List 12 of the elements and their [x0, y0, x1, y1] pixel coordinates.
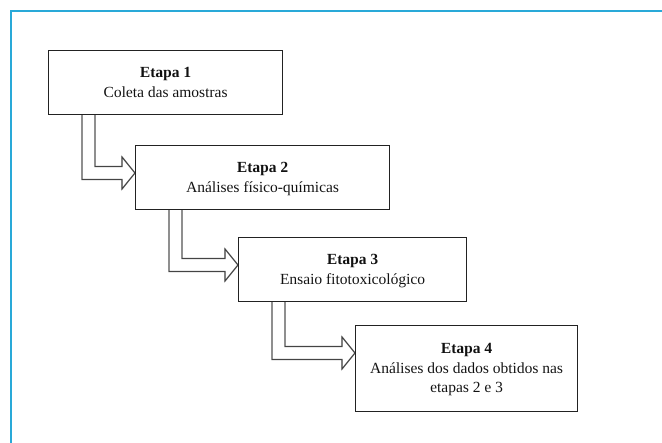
step-description: Coleta das amostras [104, 82, 228, 102]
step-heading: Etapa 2 [236, 158, 288, 178]
process-box [135, 145, 390, 210]
step-heading: Etapa 4 [440, 339, 492, 359]
step-heading: Etapa 1 [140, 63, 192, 82]
process-box [48, 50, 283, 115]
step-description: Análises dos dados obtidos nas etapas 2 e 3 [369, 358, 564, 398]
process-box [238, 237, 467, 302]
step-description: Análises físico-químicas [186, 178, 339, 197]
process-box [355, 325, 578, 412]
step-heading: Etapa 3 [326, 250, 378, 270]
step-description: Ensaio fitotoxicológico [280, 270, 426, 289]
